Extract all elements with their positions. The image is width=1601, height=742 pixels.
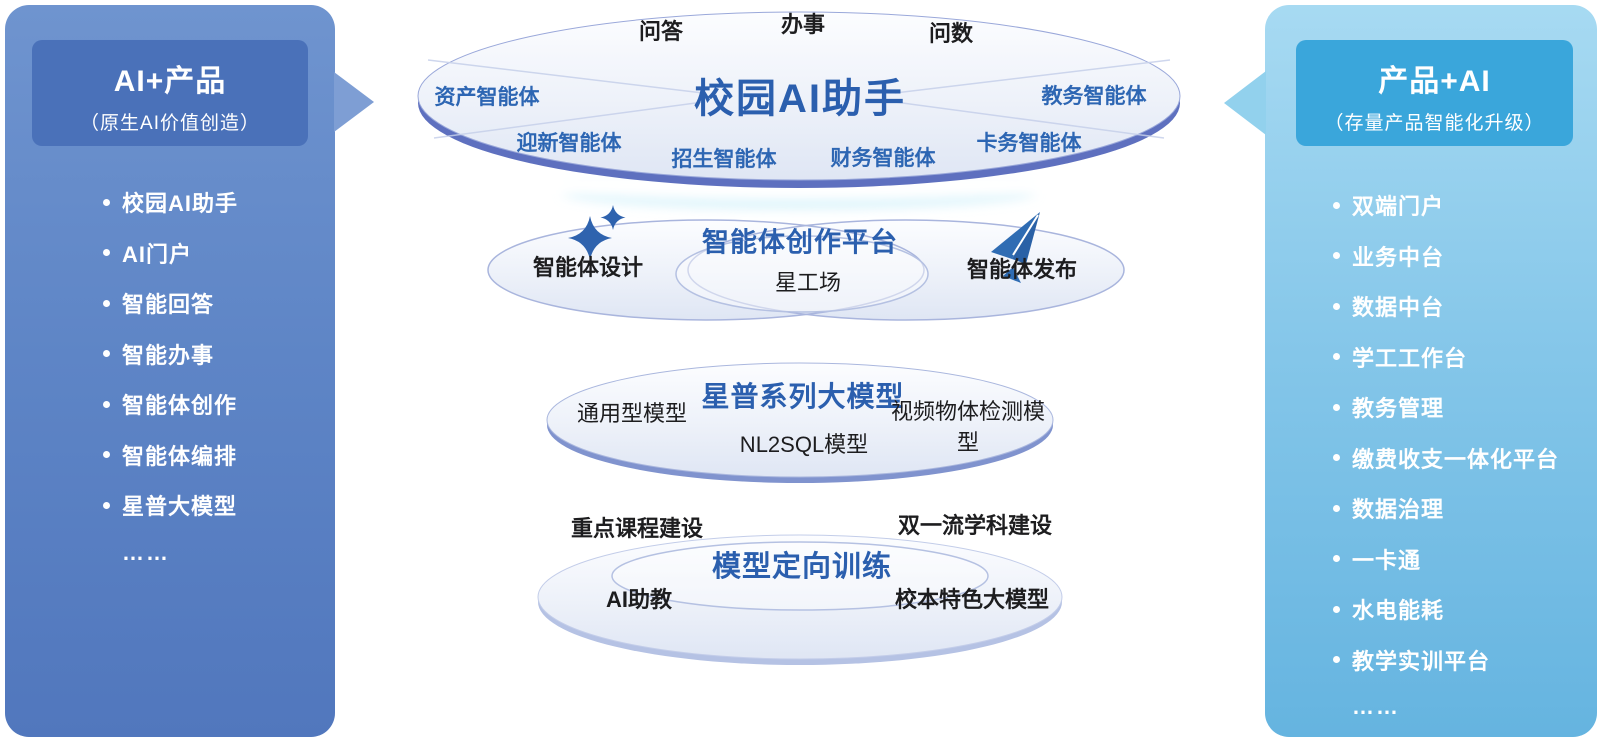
list-item: 数据中台 — [1333, 281, 1559, 332]
left-panel-header: AI+产品 （原生AI价值创造） — [32, 40, 308, 146]
bullet-dot — [103, 451, 110, 459]
list-item-label: 智能办事 — [122, 342, 215, 368]
left-panel: AI+产品 （原生AI价值创造） 校园AI助手 AI门户 智能回答 智能办事 智… — [5, 5, 335, 737]
model-training-ellipse — [537, 534, 1063, 665]
creation-left-label: 智能体设计 — [532, 255, 644, 280]
creation-right-label: 智能体发布 — [966, 257, 1078, 282]
bullet-dot — [1333, 555, 1340, 563]
agent-label: 财务智能体 — [830, 147, 936, 170]
list-item-label: 教务管理 — [1352, 396, 1445, 422]
list-item-ellipsis: …… — [1352, 694, 1400, 719]
list-item: 一卡通 — [1333, 534, 1559, 585]
training-bottom-left-label: AI助教 — [605, 587, 673, 612]
agent-label: 迎新智能体 — [516, 132, 622, 155]
creation-center-label: 星工场 — [774, 270, 842, 295]
list-item-label: 智能体编排 — [122, 443, 238, 469]
list-item: 智能体编排 — [103, 430, 238, 481]
paper-plane-icon — [991, 212, 1040, 283]
bullet-dot — [1333, 605, 1340, 613]
bullet-dot — [103, 249, 110, 257]
list-item: 教务管理 — [1333, 382, 1559, 433]
agent-label: 资产智能体 — [434, 86, 540, 109]
sparkles-icon — [568, 205, 626, 260]
list-item: 水电能耗 — [1333, 584, 1559, 635]
list-item: 业务中台 — [1333, 231, 1559, 282]
right-panel: 产品+AI （存量产品智能化升级） 双端门户 业务中台 数据中台 学工工作台 教… — [1265, 5, 1597, 737]
bullet-dot — [103, 501, 110, 509]
right-panel-header: 产品+AI （存量产品智能化升级） — [1296, 40, 1573, 146]
bullet-dot — [1333, 504, 1340, 512]
bullet-dot — [103, 350, 110, 358]
list-item-label: AI门户 — [122, 241, 193, 267]
list-item: AI门户 — [103, 228, 238, 279]
list-item: 学工工作台 — [1333, 332, 1559, 383]
agent-label: 招生智能体 — [671, 148, 777, 171]
training-bottom-right-label: 校本特色大模型 — [894, 587, 1050, 612]
list-item-label: 智能回答 — [122, 292, 215, 318]
assistant-title: 校园AI助手 — [694, 77, 906, 121]
model-training-title: 模型定向训练 — [711, 551, 893, 583]
bullet-dot — [1333, 403, 1340, 411]
list-item-label: 学工工作台 — [1352, 345, 1468, 371]
list-item: 智能体创作 — [103, 379, 238, 430]
list-item-label: 智能体创作 — [122, 393, 238, 419]
list-item-label: 一卡通 — [1352, 547, 1422, 573]
bullet-dot — [103, 198, 110, 206]
list-item: 校园AI助手 — [103, 177, 238, 228]
model-center-label: NL2SQL模型 — [739, 432, 869, 457]
right-panel-subtitle: （存量产品智能化升级） — [1324, 113, 1545, 134]
assistant-ellipse — [417, 11, 1181, 207]
list-item: 双端门户 — [1333, 180, 1559, 231]
bullet-dot — [103, 400, 110, 408]
agent-label: 教务智能体 — [1041, 85, 1147, 108]
list-item: 智能回答 — [103, 278, 238, 329]
bullet-dot — [103, 299, 110, 307]
bullet-dot — [1333, 302, 1340, 310]
agent-label: 卡务智能体 — [976, 132, 1082, 155]
list-item-label: 数据中台 — [1352, 295, 1445, 321]
training-top-left-label: 重点课程建设 — [570, 516, 704, 541]
bullet-dot — [1333, 454, 1340, 462]
capability-label: 问数 — [928, 21, 974, 46]
list-item: 教学实训平台 — [1333, 635, 1559, 686]
list-item-label: 数据治理 — [1352, 497, 1445, 523]
model-left-label: 通用型模型 — [576, 401, 688, 426]
list-item-label: 校园AI助手 — [122, 191, 239, 217]
left-panel-title: AI+产品 — [113, 65, 227, 98]
facet-lines — [427, 59, 1171, 139]
right-panel-list: 双端门户 业务中台 数据中台 学工工作台 教务管理 缴费收支一体化平台 数据治理… — [1333, 180, 1559, 729]
capability-label: 办事 — [780, 12, 826, 37]
bullet-dot — [1333, 252, 1340, 260]
capability-label: 问答 — [638, 19, 684, 44]
model-series-ellipse — [546, 362, 1054, 483]
training-top-right-label: 双一流学科建设 — [897, 513, 1053, 538]
list-item: 智能办事 — [103, 329, 238, 380]
list-item: 星普大模型 — [103, 480, 238, 531]
list-item-label: 水电能耗 — [1352, 598, 1445, 624]
list-item-ellipsis: …… — [122, 539, 170, 565]
list-item-label: 双端门户 — [1352, 194, 1445, 220]
model-series-title: 星普系列大模型 — [701, 381, 905, 412]
left-panel-list: 校园AI助手 AI门户 智能回答 智能办事 智能体创作 智能体编排 星普大模型 … — [103, 177, 238, 575]
model-right-label: 视频物体检测模型 — [890, 399, 1045, 455]
list-item: 数据治理 — [1333, 483, 1559, 534]
left-panel-subtitle: （原生AI价值创造） — [80, 113, 260, 134]
right-panel-title: 产品+AI — [1378, 65, 1491, 98]
list-item-label: 业务中台 — [1352, 244, 1445, 270]
list-item-label: 教学实训平台 — [1352, 648, 1491, 674]
bullet-dot — [1333, 201, 1340, 209]
bullet-dot — [1333, 656, 1340, 664]
list-item: 缴费收支一体化平台 — [1333, 433, 1559, 484]
list-item-label: 星普大模型 — [122, 494, 238, 520]
bullet-dot — [1333, 353, 1340, 361]
list-item-label: 缴费收支一体化平台 — [1352, 446, 1560, 472]
creation-platform-title: 智能体创作平台 — [702, 227, 898, 258]
